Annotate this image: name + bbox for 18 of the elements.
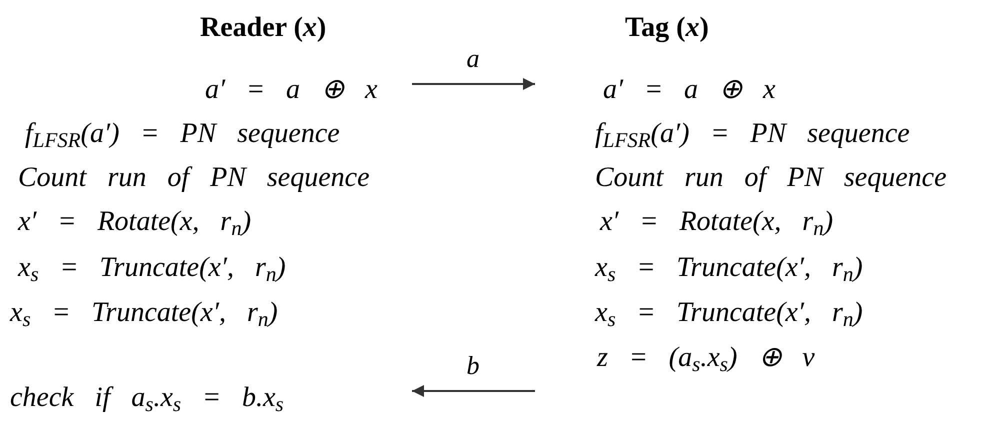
arrow: [412, 385, 535, 397]
formula-text: x$_{s}$ = Truncate(x′, r$_{n}$): [595, 296, 863, 330]
formula-text: x′ = Rotate(x, r$_{n}$): [18, 205, 252, 239]
formula-text: a′ = a ⊕ x: [205, 73, 378, 107]
formula-text: x$_{s}$ = Truncate(x′, r$_{n}$): [10, 296, 278, 330]
formula-text: Count run of PN sequence: [595, 161, 947, 195]
formula-text: a′ = a ⊕ x: [603, 73, 776, 107]
formula-text: f$_{LFSR}$(a′) = PN sequence: [595, 117, 910, 151]
formula-text: z = (a$_{s}$.x$_{s}$) ⊕ v: [597, 341, 815, 375]
column-heading: Reader (x): [200, 11, 326, 45]
column-heading: Tag (x): [625, 11, 709, 45]
formula-text: x$_{s}$ = Truncate(x′, r$_{n}$): [18, 251, 286, 285]
formula-text: x′ = Rotate(x, r$_{n}$): [600, 205, 834, 239]
formula-text: Count run of PN sequence: [18, 161, 370, 195]
formula-text: x$_{s}$ = Truncate(x′, r$_{n}$): [595, 251, 863, 285]
formula-text: check if a$_{s}$.x$_{s}$ = b.x$_{s}$: [10, 381, 284, 415]
arrow: [412, 78, 535, 90]
formula-text: f$_{LFSR}$(a′) = PN sequence: [25, 117, 340, 151]
